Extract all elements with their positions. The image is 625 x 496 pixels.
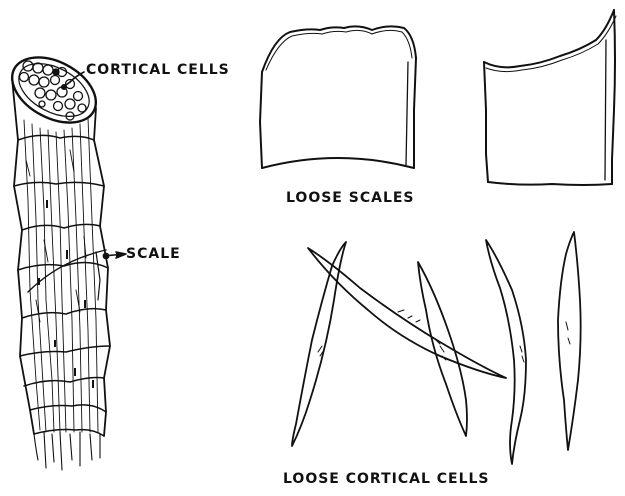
label-scale: SCALE [126, 246, 181, 262]
label-loose-scales: LOOSE SCALES [286, 190, 415, 206]
cortical-cell-1 [292, 242, 346, 446]
cortical-cell-4 [486, 240, 526, 464]
cortical-cell-2 [308, 248, 506, 378]
label-cortical-cells: CORTICAL CELLS [86, 62, 230, 78]
striations [24, 118, 98, 432]
leader-lines [62, 72, 126, 259]
hair-shaft [1, 44, 110, 470]
label-loose-cortical-cells: LOOSE CORTICAL CELLS [283, 471, 490, 487]
loose-cortical-cells [292, 232, 581, 464]
loose-scale-1 [260, 26, 416, 168]
loose-scale-2 [484, 10, 616, 185]
